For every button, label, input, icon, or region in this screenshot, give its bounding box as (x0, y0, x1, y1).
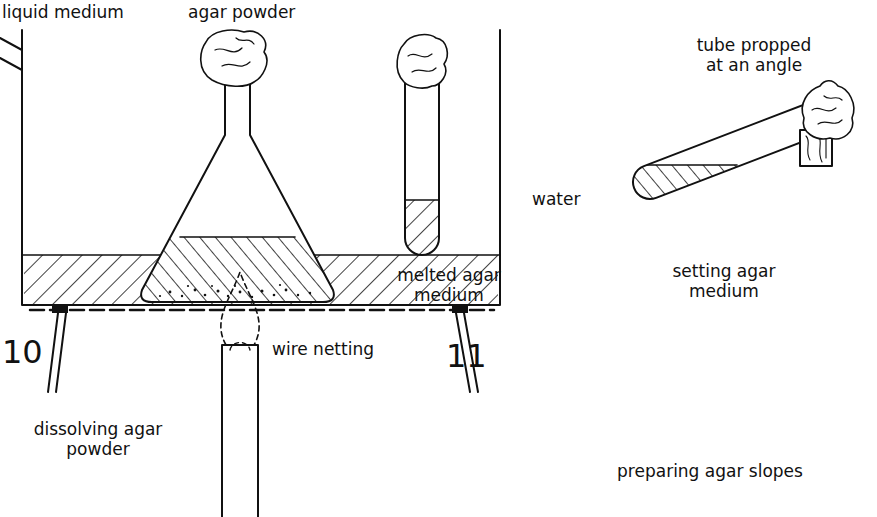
agar-slope-hatching (600, 165, 760, 225)
test-tube (405, 75, 439, 255)
note-label: tube propped at an angle (690, 36, 818, 75)
figure-caption: dissolving agar powder (32, 420, 164, 459)
liquid-hatching (130, 237, 345, 307)
cotton-wool-plug (397, 35, 447, 88)
part-label: setting agar medium (660, 262, 788, 301)
figure-number: 10 (2, 334, 52, 371)
part-label: liquid medium (2, 3, 152, 23)
bunsen-burner (222, 345, 258, 517)
bath-handle (0, 38, 22, 70)
part-label: melted agar medium (390, 266, 508, 305)
cotton-wool-plug (201, 30, 267, 86)
figure-number: 11 (446, 338, 496, 375)
cotton-wool-plug (802, 81, 854, 139)
flame (221, 272, 259, 345)
part-label: agar powder (188, 3, 328, 23)
conical-flask (141, 75, 334, 302)
wire-netting (30, 309, 494, 312)
part-label: water (532, 190, 622, 210)
tripod-leg (48, 313, 66, 392)
plug-texture (215, 38, 254, 66)
figure-caption: preparing agar slopes (585, 462, 835, 482)
liquid-level (180, 236, 295, 238)
part-label: wire netting (272, 340, 412, 360)
